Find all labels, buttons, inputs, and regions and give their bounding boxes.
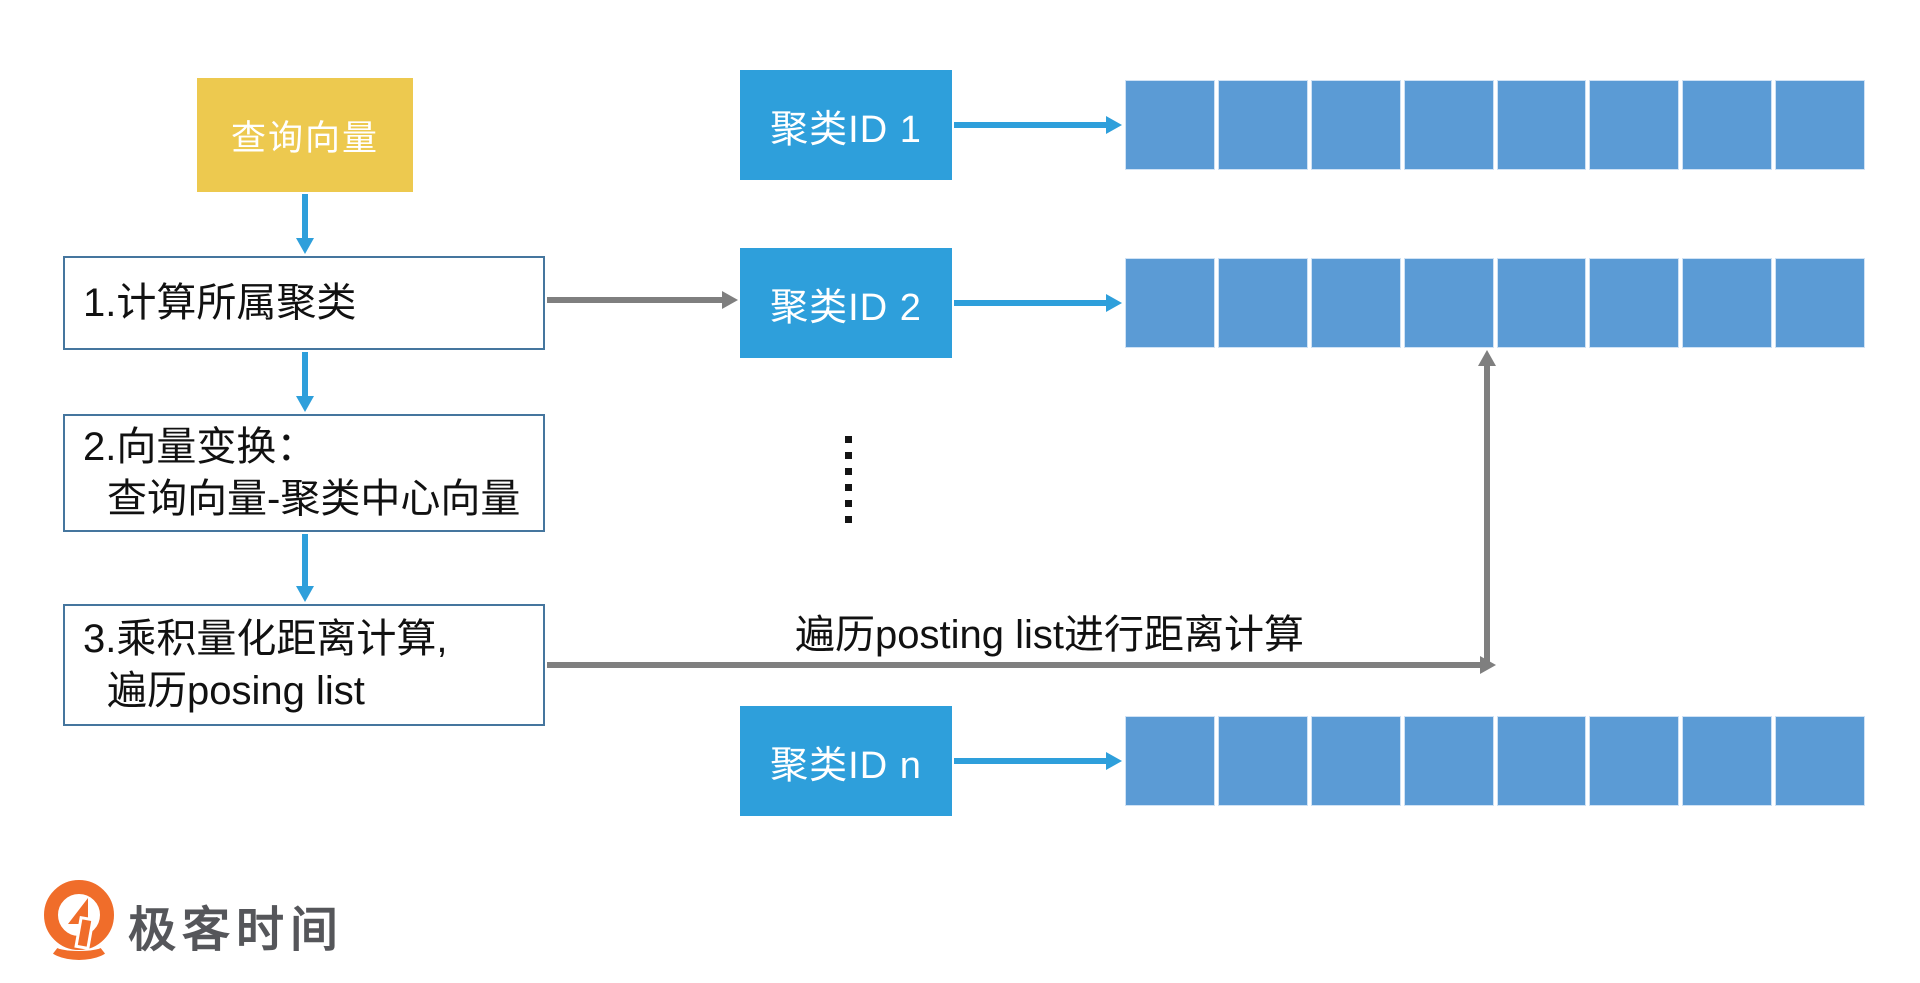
- cell: [1125, 80, 1215, 170]
- cell: [1589, 80, 1680, 170]
- arrow-down-icon: [296, 534, 314, 602]
- cell: [1682, 258, 1773, 348]
- step-box-3: 3.乘积量化距离计算, 遍历posing list: [63, 604, 545, 726]
- dot: [845, 452, 852, 459]
- arrow-right-icon: [547, 291, 738, 309]
- geektime-logo-icon: [42, 880, 116, 976]
- posting-list-row-2: [1125, 258, 1865, 348]
- cell: [1775, 258, 1865, 348]
- arrow-shaft: [547, 662, 1480, 668]
- step-1-text: 1.计算所属聚类: [83, 281, 357, 325]
- arrow-shaft: [302, 194, 308, 238]
- arrow-up-icon: [1478, 350, 1496, 665]
- arrow-right-icon: [954, 752, 1122, 770]
- cell: [1403, 80, 1494, 170]
- arrowhead-right-icon: [722, 291, 738, 309]
- dot: [845, 436, 852, 443]
- geektime-logo: 极客时间: [42, 878, 462, 978]
- dot: [845, 516, 852, 523]
- cell: [1310, 716, 1401, 806]
- arrow-shaft: [954, 758, 1106, 764]
- geektime-logo-text: 极客时间: [128, 904, 345, 957]
- cluster-id-n-box: 聚类ID n: [740, 706, 952, 816]
- cell: [1589, 716, 1680, 806]
- arrow-shaft: [302, 534, 308, 586]
- cell: [1310, 258, 1401, 348]
- arrow-shaft: [1484, 366, 1490, 665]
- cell: [1682, 80, 1773, 170]
- arrowhead-right-icon: [1106, 752, 1122, 770]
- arrow-down-icon: [296, 194, 314, 254]
- query-vector-box: 查询向量: [197, 78, 413, 192]
- arrowhead-right-icon: [1106, 116, 1122, 134]
- arrow-right-icon: [547, 656, 1496, 674]
- cell: [1125, 258, 1215, 348]
- step-3-text-line1: 3.乘积量化距离计算,: [83, 617, 448, 661]
- cell: [1217, 80, 1308, 170]
- cell: [1125, 716, 1215, 806]
- arrowhead-down-icon: [296, 396, 314, 412]
- cluster-id-1-box: 聚类ID 1: [740, 70, 952, 180]
- arrowhead-down-icon: [296, 586, 314, 602]
- cell: [1496, 80, 1587, 170]
- cluster-id-2-box: 聚类ID 2: [740, 248, 952, 358]
- posting-list-row-1: [1125, 80, 1865, 170]
- cell: [1403, 258, 1494, 348]
- arrowhead-down-icon: [296, 238, 314, 254]
- step-3-text-line2: 遍历posing list: [107, 669, 365, 713]
- cell: [1775, 716, 1865, 806]
- arrow-right-icon: [954, 294, 1122, 312]
- arrow-down-icon: [296, 352, 314, 412]
- cell: [1310, 80, 1401, 170]
- dot: [845, 484, 852, 491]
- step-2-text-line1: 2.向量变换：: [83, 425, 317, 469]
- arrow-shaft: [954, 300, 1106, 306]
- cell: [1403, 716, 1494, 806]
- logo-flag-shape: [68, 898, 88, 924]
- step-box-1: 1.计算所属聚类: [63, 256, 545, 350]
- posting-list-row-n: [1125, 716, 1865, 806]
- cell: [1217, 258, 1308, 348]
- dot: [845, 468, 852, 475]
- vertical-ellipsis: [845, 436, 852, 523]
- dot: [845, 500, 852, 507]
- step-box-2: 2.向量变换： 查询向量-聚类中心向量: [63, 414, 545, 532]
- cell: [1775, 80, 1865, 170]
- cell: [1589, 258, 1680, 348]
- cell: [1496, 716, 1587, 806]
- cell: [1217, 716, 1308, 806]
- arrowhead-right-icon: [1106, 294, 1122, 312]
- cell: [1496, 258, 1587, 348]
- logo-base-shape: [48, 932, 110, 960]
- arrow-shaft: [547, 297, 722, 303]
- arrow-shaft: [302, 352, 308, 396]
- arrow-shaft: [954, 122, 1106, 128]
- arrowhead-up-icon: [1478, 350, 1496, 366]
- arrow-right-icon: [954, 116, 1122, 134]
- traverse-annotation: 遍历posting list进行距离计算: [795, 613, 1304, 657]
- cell: [1682, 716, 1773, 806]
- step-2-text-line2: 查询向量-聚类中心向量: [107, 477, 521, 521]
